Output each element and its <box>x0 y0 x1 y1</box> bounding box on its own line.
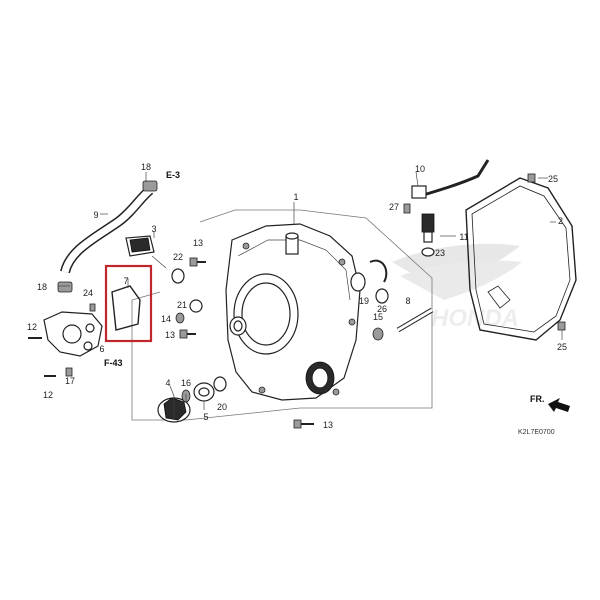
leader-lines <box>58 171 563 410</box>
ref-front: FR. <box>530 394 545 404</box>
label-part-25-top: 25 <box>548 174 558 184</box>
label-part-24: 24 <box>83 288 93 298</box>
water-pump-body <box>43 311 103 357</box>
sensor-wire <box>411 159 490 199</box>
label-part-1: 1 <box>293 192 298 202</box>
honda-wing-logo: HONDA <box>392 243 522 332</box>
dowel-14 <box>175 312 185 324</box>
diagram-code: K2L7E0700 <box>518 429 555 436</box>
washer-26 <box>375 288 389 304</box>
oil-seal-20 <box>213 376 227 392</box>
bolt-24 <box>89 303 96 312</box>
label-part-10: 10 <box>415 164 425 174</box>
label-part-5: 5 <box>203 412 208 422</box>
thermostat-cap <box>125 235 167 269</box>
label-part-14: 14 <box>161 314 171 324</box>
label-part-17: 17 <box>65 376 75 386</box>
label-part-27: 27 <box>389 202 399 212</box>
label-part-13-bottom: 13 <box>323 420 333 430</box>
label-part-19: 19 <box>359 296 369 306</box>
label-part-26: 26 <box>377 304 387 314</box>
bolt-13-mid <box>179 329 196 339</box>
o-ring-23 <box>421 247 435 257</box>
ref-f43: F-43 <box>104 358 123 368</box>
o-ring-22 <box>171 268 185 284</box>
bolt-25-bottom <box>557 321 566 331</box>
circlip <box>369 259 388 283</box>
front-direction-arrow <box>548 398 570 412</box>
washer-15 <box>372 327 384 341</box>
label-part-9: 9 <box>93 210 98 220</box>
label-part-2: 2 <box>558 216 563 226</box>
bolt-13-top <box>189 257 206 267</box>
label-part-7: 7 <box>123 276 128 286</box>
crankcase-cover <box>225 223 361 401</box>
label-part-8: 8 <box>405 296 410 306</box>
seal-19 <box>350 272 366 292</box>
label-part-4: 4 <box>165 378 170 388</box>
label-part-16: 16 <box>181 378 191 388</box>
water-seal <box>193 382 215 402</box>
highlighted-gasket-box <box>104 264 153 343</box>
bolt-25-top <box>527 173 536 183</box>
label-part-21: 21 <box>177 300 187 310</box>
label-part-3: 3 <box>151 224 156 234</box>
bolt-27 <box>403 203 411 214</box>
label-part-13-top: 13 <box>193 238 203 248</box>
label-part-12-left: 12 <box>27 322 37 332</box>
label-part-22: 22 <box>173 252 183 262</box>
o-ring-21 <box>189 299 203 313</box>
hose-clamp-upper <box>142 180 158 192</box>
label-part-25-bottom: 25 <box>557 342 567 352</box>
hose-clamp-lower <box>57 281 73 293</box>
impeller <box>157 396 191 423</box>
bolt-13-bottom <box>293 419 314 429</box>
label-part-12-bottom: 12 <box>43 390 53 400</box>
shaft-8 <box>396 307 434 333</box>
ref-e3: E-3 <box>166 170 180 180</box>
label-part-15: 15 <box>373 312 383 322</box>
label-part-18-top: 18 <box>141 162 151 172</box>
label-part-13-mid: 13 <box>165 330 175 340</box>
label-part-18-left: 18 <box>37 282 47 292</box>
label-part-6: 6 <box>99 344 104 354</box>
sensor-body <box>421 213 435 243</box>
bolt-17 <box>65 367 73 377</box>
water-hose <box>60 186 154 274</box>
label-part-20: 20 <box>217 402 227 412</box>
label-part-11: 11 <box>459 232 468 242</box>
label-part-23: 23 <box>435 248 445 258</box>
cover-gasket <box>465 177 577 341</box>
